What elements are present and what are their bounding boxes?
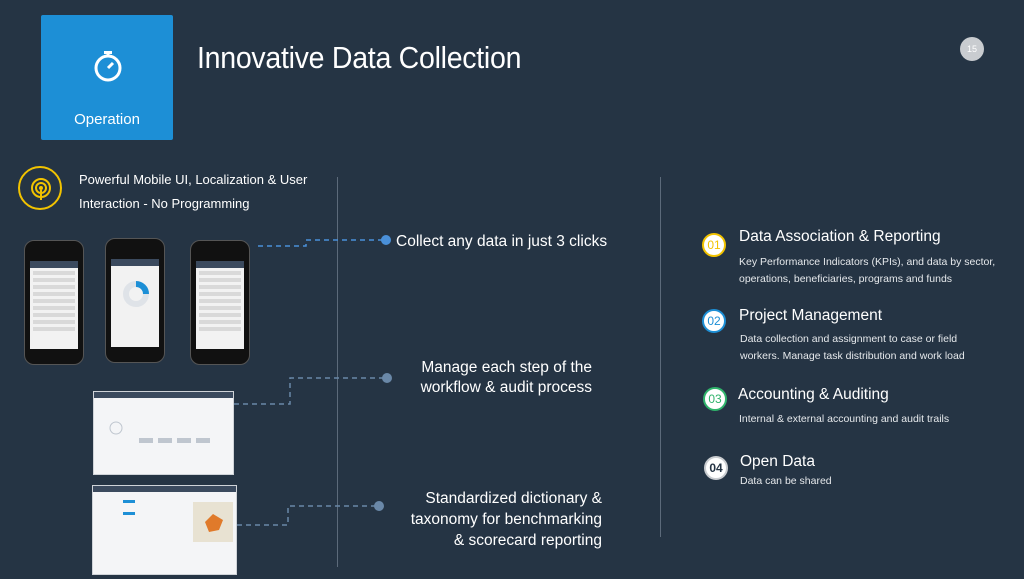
badge-line-1: Powerful Mobile UI, Localization & User bbox=[79, 172, 308, 187]
step-title-04: Open Data bbox=[740, 453, 815, 470]
step-desc-03: Internal & external accounting and audit… bbox=[739, 413, 950, 425]
tile-label: Operation bbox=[74, 111, 140, 128]
broadcast-icon bbox=[31, 178, 51, 200]
operation-tile: Operation bbox=[41, 15, 173, 140]
donut-chart-icon bbox=[123, 281, 149, 307]
step-title-02: Project Management bbox=[739, 307, 883, 324]
step-desc-01-line-1: Key Performance Indicators (KPIs), and d… bbox=[739, 256, 996, 268]
step-title-01: Data Association & Reporting bbox=[739, 228, 941, 245]
phone-mockup-3 bbox=[190, 240, 250, 365]
step-number-03: 03 bbox=[703, 387, 727, 411]
broadcast-badge bbox=[18, 166, 62, 210]
divider-right bbox=[660, 177, 661, 537]
feature-collect: Collect any data in just 3 clicks bbox=[396, 233, 608, 250]
workflow-diagram-icon bbox=[109, 421, 210, 443]
feature-dictionary-line-3: & scorecard reporting bbox=[453, 532, 602, 549]
feature-workflow-line-2: workflow & audit process bbox=[420, 379, 592, 396]
step-desc-04: Data can be shared bbox=[740, 475, 832, 487]
page-number: 15 bbox=[960, 37, 984, 61]
feature-dictionary-line-2: taxonomy for benchmarking bbox=[410, 511, 602, 528]
phone-mockup-2 bbox=[105, 238, 165, 363]
stopwatch-icon bbox=[94, 51, 122, 82]
step-desc-01-line-2: operations, beneficiaries, programs and … bbox=[739, 273, 953, 285]
step-title-03: Accounting & Auditing bbox=[738, 386, 889, 403]
step-number-02: 02 bbox=[702, 309, 726, 333]
page-title: Innovative Data Collection bbox=[197, 40, 522, 75]
step-desc-02-line-2: workers. Manage task distribution and wo… bbox=[740, 350, 965, 362]
phone-mockup-1 bbox=[24, 240, 84, 365]
map-icon bbox=[123, 500, 233, 542]
badge-line-2: Interaction - No Programming bbox=[79, 196, 250, 211]
workflow-screenshot bbox=[93, 391, 234, 475]
feature-workflow-line-1: Manage each step of the bbox=[421, 359, 592, 376]
step-number-01: 01 bbox=[702, 233, 726, 257]
dictionary-screenshot bbox=[92, 485, 237, 575]
step-desc-02-line-1: Data collection and assignment to case o… bbox=[740, 333, 958, 345]
divider-left bbox=[337, 177, 338, 567]
feature-dictionary-line-1: Standardized dictionary & bbox=[425, 490, 602, 507]
step-number-04: 04 bbox=[704, 456, 728, 480]
